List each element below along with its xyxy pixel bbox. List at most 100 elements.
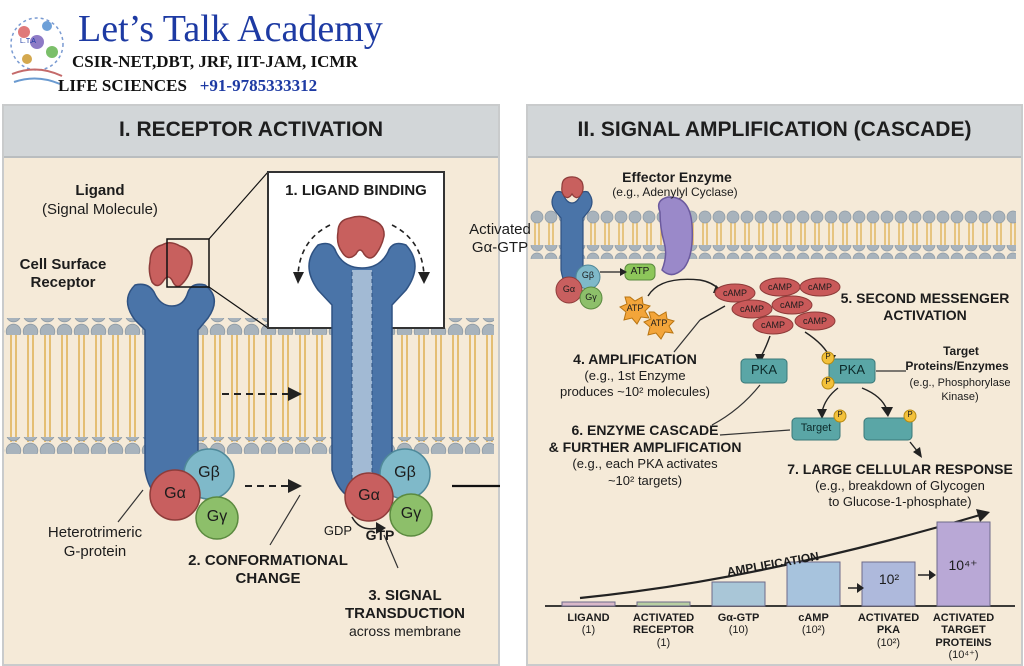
receptor-label-2: Receptor	[30, 274, 96, 291]
g-beta-label: Gβ	[198, 464, 220, 481]
g-protein-label-1: Heterotrimeric	[47, 524, 143, 541]
academy-contact: LIFE SCIENCES +91-9785333312	[58, 76, 317, 95]
bar-4	[786, 561, 841, 607]
bar-label-name: TARGET	[941, 624, 986, 637]
bar-value-pka: 10²	[878, 571, 900, 587]
step2-label-2: CHANGE	[235, 570, 301, 587]
effector-label-2: (e.g., Adenylyl Cyclase)	[612, 185, 738, 199]
g-gamma-small-label: Gγ	[585, 292, 597, 302]
step4-label-2: (e.g., 1st Enzyme	[584, 368, 686, 383]
camp-label-1: cAMP	[722, 288, 747, 298]
bar-label-name: ACTIVATED	[932, 612, 995, 624]
target-protein	[791, 417, 841, 441]
adenylyl-cyclase	[657, 196, 694, 276]
pka-label-inactive: PKA	[750, 362, 777, 377]
g-alpha-small-label: Gα	[562, 284, 576, 294]
step7-label-2: (e.g., breakdown of Glycogen	[815, 478, 985, 493]
logo-emblem-icon	[10, 17, 64, 85]
step3-label-2: TRANSDUCTION	[345, 605, 465, 622]
camp-label-6: cAMP	[760, 320, 785, 330]
logo: L.T.A Let’s Talk Academy CSIR-NET,DBT, J…	[0, 0, 430, 100]
g-alpha-subunit	[149, 469, 201, 521]
target-proteins-label-1: Target	[943, 344, 979, 358]
panel-header: I. RECEPTOR ACTIVATION	[4, 106, 498, 158]
camp-label-2: cAMP	[767, 282, 792, 292]
camp-label-4: cAMP	[739, 304, 764, 314]
step5-label-2: ACTIVATION	[883, 307, 967, 323]
receptor-label-1: Cell Surface	[19, 256, 107, 273]
cell-membrane-2	[530, 210, 1016, 259]
bar-label-count: (1)	[581, 624, 596, 637]
camp-label-7: cAMP	[802, 316, 827, 326]
g-gamma-subunit	[195, 496, 239, 540]
bar-label-count: (10⁴⁺)	[948, 648, 979, 661]
bar-label-name: PROTEINS	[935, 636, 992, 649]
amplification-arrow	[579, 513, 981, 600]
step6-label-4: ~10² targets)	[607, 473, 683, 488]
bar-label-name: Gα-GTP	[717, 612, 760, 624]
step3-label-1: 3. SIGNAL	[368, 587, 442, 604]
target-proteins-label-3: (e.g., Phosphorylase	[909, 377, 1011, 389]
bar-6	[936, 521, 991, 607]
zoom-callout-box	[166, 238, 210, 288]
academy-phone: +91-9785333312	[199, 76, 318, 95]
bar-label-name: ACTIVATED	[857, 612, 920, 624]
pka-active	[828, 358, 876, 384]
step2-label-1: 2. CONFORMATIONAL	[188, 552, 348, 569]
bar-label-name: PKA	[876, 624, 901, 637]
step6-label-3: (e.g., each PKA activates	[572, 456, 718, 471]
step6-label-1: 6. ENZYME CASCADE	[571, 422, 719, 438]
atp-burst-1	[619, 296, 651, 325]
bar-label-count: (10)	[728, 624, 749, 637]
bar-label-name: ACTIVATED	[632, 612, 695, 624]
g-gamma-subunit-active	[389, 493, 433, 537]
bar-1	[561, 601, 616, 607]
chart-bars	[561, 521, 991, 607]
step3-label-3: across membrane	[348, 623, 462, 639]
g-protein-label-2: G-protein	[63, 543, 127, 560]
ligand-small	[561, 176, 584, 199]
step5-label-1: 5. SECOND MESSENGER	[840, 290, 1010, 306]
panel-header: II. SIGNAL AMPLIFICATION (CASCADE)	[528, 106, 1021, 158]
target-label: Target	[800, 422, 832, 434]
g-gamma-small	[579, 286, 603, 310]
phosphate-label-4: P	[907, 410, 913, 419]
bar-label-count: (10²)	[801, 624, 826, 637]
bound-ligand	[336, 215, 385, 259]
target-proteins-label-4: Kinase)	[941, 391, 979, 403]
panel-title: I. RECEPTOR ACTIVATION	[118, 118, 384, 141]
camp-label-3: cAMP	[807, 282, 832, 292]
target-protein-2	[863, 417, 913, 441]
step6-label-2: & FURTHER AMPLIFICATION	[548, 439, 742, 455]
g-gamma-label: Gγ	[206, 508, 228, 525]
bar-5	[861, 561, 916, 607]
g-beta-label-active: Gβ	[394, 464, 416, 481]
bar-label-4: cAMP(10²)	[769, 612, 859, 637]
gdp-label: GDP	[323, 523, 353, 538]
camp-label-5: cAMP	[779, 300, 804, 310]
bar-label-count: (10²)	[876, 636, 901, 649]
ligand-label: Ligand	[75, 182, 125, 199]
g-alpha-label: Gα	[164, 485, 186, 502]
bar-label-3: Gα-GTP(10)	[694, 612, 784, 637]
activated-label-2: Gα-GTP	[471, 239, 529, 256]
atp-burst-label-1: ATP	[626, 303, 644, 313]
g-alpha-label-active: Gα	[358, 487, 380, 504]
g-alpha-small	[555, 276, 583, 304]
activated-label-1: Activated	[469, 221, 531, 238]
effector-label-1: Effector Enzyme	[622, 169, 732, 185]
pka-inactive	[740, 358, 788, 384]
atp-burst-2	[643, 311, 675, 340]
step7-label-1: 7. LARGE CELLULAR RESPONSE	[787, 461, 1013, 477]
inset-title: 1. LIGAND BINDING	[285, 182, 427, 199]
bar-label-name: cAMP	[798, 612, 829, 624]
panel-title: II. SIGNAL AMPLIFICATION (CASCADE)	[577, 118, 972, 141]
bar-label-name: RECEPTOR	[633, 624, 694, 637]
panel1-illustration	[4, 171, 500, 569]
academy-exams: CSIR-NET,DBT, JRF, IIT-JAM, ICMR	[72, 52, 358, 71]
g-alpha-subunit-active	[344, 472, 394, 522]
